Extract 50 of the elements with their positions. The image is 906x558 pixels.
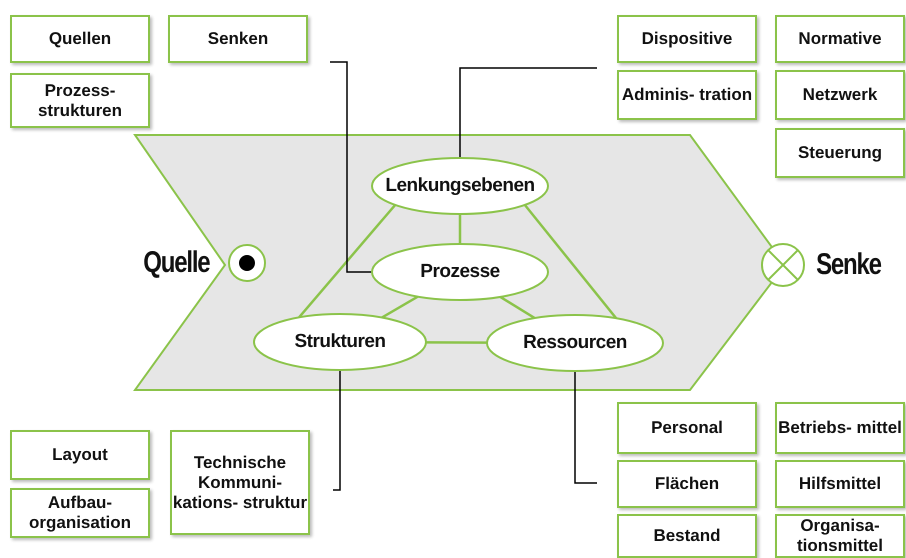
bracket-line: [459, 67, 597, 158]
label-box: [775, 514, 905, 558]
bracket-line: [574, 371, 597, 484]
box-label: Netzwerk: [802, 85, 878, 105]
box-label: Technische Kommuni- kations- struktur: [172, 452, 308, 512]
node-label: Ressourcen: [523, 332, 627, 354]
label-box: [10, 488, 150, 538]
connector-line: [524, 204, 618, 320]
connector-line: [381, 296, 419, 319]
label-box: [10, 430, 150, 480]
box-label: Normative: [798, 29, 882, 49]
box-label: Senken: [208, 29, 268, 49]
box-label: Bestand: [653, 526, 721, 546]
label-box: [775, 70, 905, 120]
label-box: [617, 514, 757, 558]
connector-line: [298, 204, 396, 318]
connector-line: [458, 214, 462, 244]
box-label: Flächen: [654, 474, 720, 494]
label-box: [617, 460, 757, 508]
box-label: Hilfsmittel: [798, 474, 882, 494]
box-label: Layout: [52, 445, 108, 465]
label-box: [775, 460, 905, 508]
node-label: Strukturen: [294, 331, 386, 353]
box-label: Organisa- tionsmittel: [796, 516, 884, 556]
bracket-line: [333, 370, 341, 491]
bracket-line: [330, 61, 372, 273]
terminal-label: Senke: [816, 248, 881, 282]
label-box: [617, 402, 757, 454]
node-label: Prozesse: [420, 261, 500, 283]
label-box: [775, 128, 905, 178]
box-label: Aufbau- organisation: [28, 493, 132, 533]
terminal-label: Quelle: [144, 246, 210, 280]
label-box: [775, 402, 905, 454]
box-label: Betriebs- mittel: [778, 418, 902, 438]
node-label: Lenkungsebenen: [385, 175, 535, 197]
box-label: Prozess- strukturen: [36, 80, 124, 120]
box-label: Personal: [651, 418, 723, 438]
label-box: [10, 15, 150, 63]
box-label: Dispositive: [642, 29, 732, 49]
label-box: [170, 430, 310, 535]
label-box: [168, 15, 308, 63]
box-label: Steuerung: [798, 143, 882, 163]
label-box: [10, 73, 150, 128]
label-box: [775, 15, 905, 63]
label-box: [617, 70, 757, 120]
connector-line: [426, 341, 487, 344]
connector-line: [500, 296, 536, 320]
label-box: [617, 15, 757, 63]
box-label: Quellen: [48, 29, 112, 49]
box-label: Adminis- tration: [622, 85, 752, 105]
